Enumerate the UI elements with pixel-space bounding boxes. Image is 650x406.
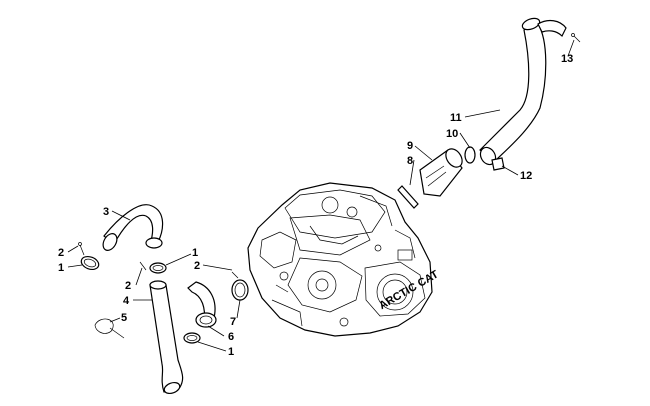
hose-3 [102,204,164,251]
screw-left-2 [78,242,85,256]
clamp-mid-1 [149,262,167,274]
callout-1-left: 1 [58,262,64,274]
callout-10: 10 [446,128,458,140]
callout-11: 11 [450,112,462,124]
hose-6 [187,281,217,328]
callout-2-left: 2 [58,247,64,259]
callout-7: 7 [230,316,236,328]
callout-2-right: 2 [194,260,200,272]
ring-10 [464,146,476,164]
tie-5 [94,318,125,339]
clamp-low-1 [183,332,201,344]
callout-6: 6 [228,331,234,343]
callout-8: 8 [407,155,413,167]
callout-1-mid: 1 [192,247,198,259]
clamp-7 [231,279,249,301]
leader-lines [67,39,575,352]
callout-1-low: 1 [228,346,234,358]
screw-mid-2 [139,261,147,271]
callout-5: 5 [121,312,127,324]
screw-low-2 [231,271,239,279]
callout-4: 4 [123,295,130,307]
callouts: 3 2 1 1 2 4 5 2 7 6 1 9 8 10 11 12 13 [58,53,573,358]
callout-9: 9 [407,140,413,152]
tube-11 [479,17,567,166]
callout-2-mid: 2 [125,280,131,292]
hose-4 [149,280,184,395]
boot-9 [419,148,463,197]
callout-13: 13 [561,53,573,65]
nut-12 [491,157,505,171]
screw-13 [571,33,581,43]
pin-8 [397,185,419,209]
callout-12: 12 [520,170,532,182]
callout-3: 3 [103,206,109,218]
clamp-left-1 [80,255,100,271]
